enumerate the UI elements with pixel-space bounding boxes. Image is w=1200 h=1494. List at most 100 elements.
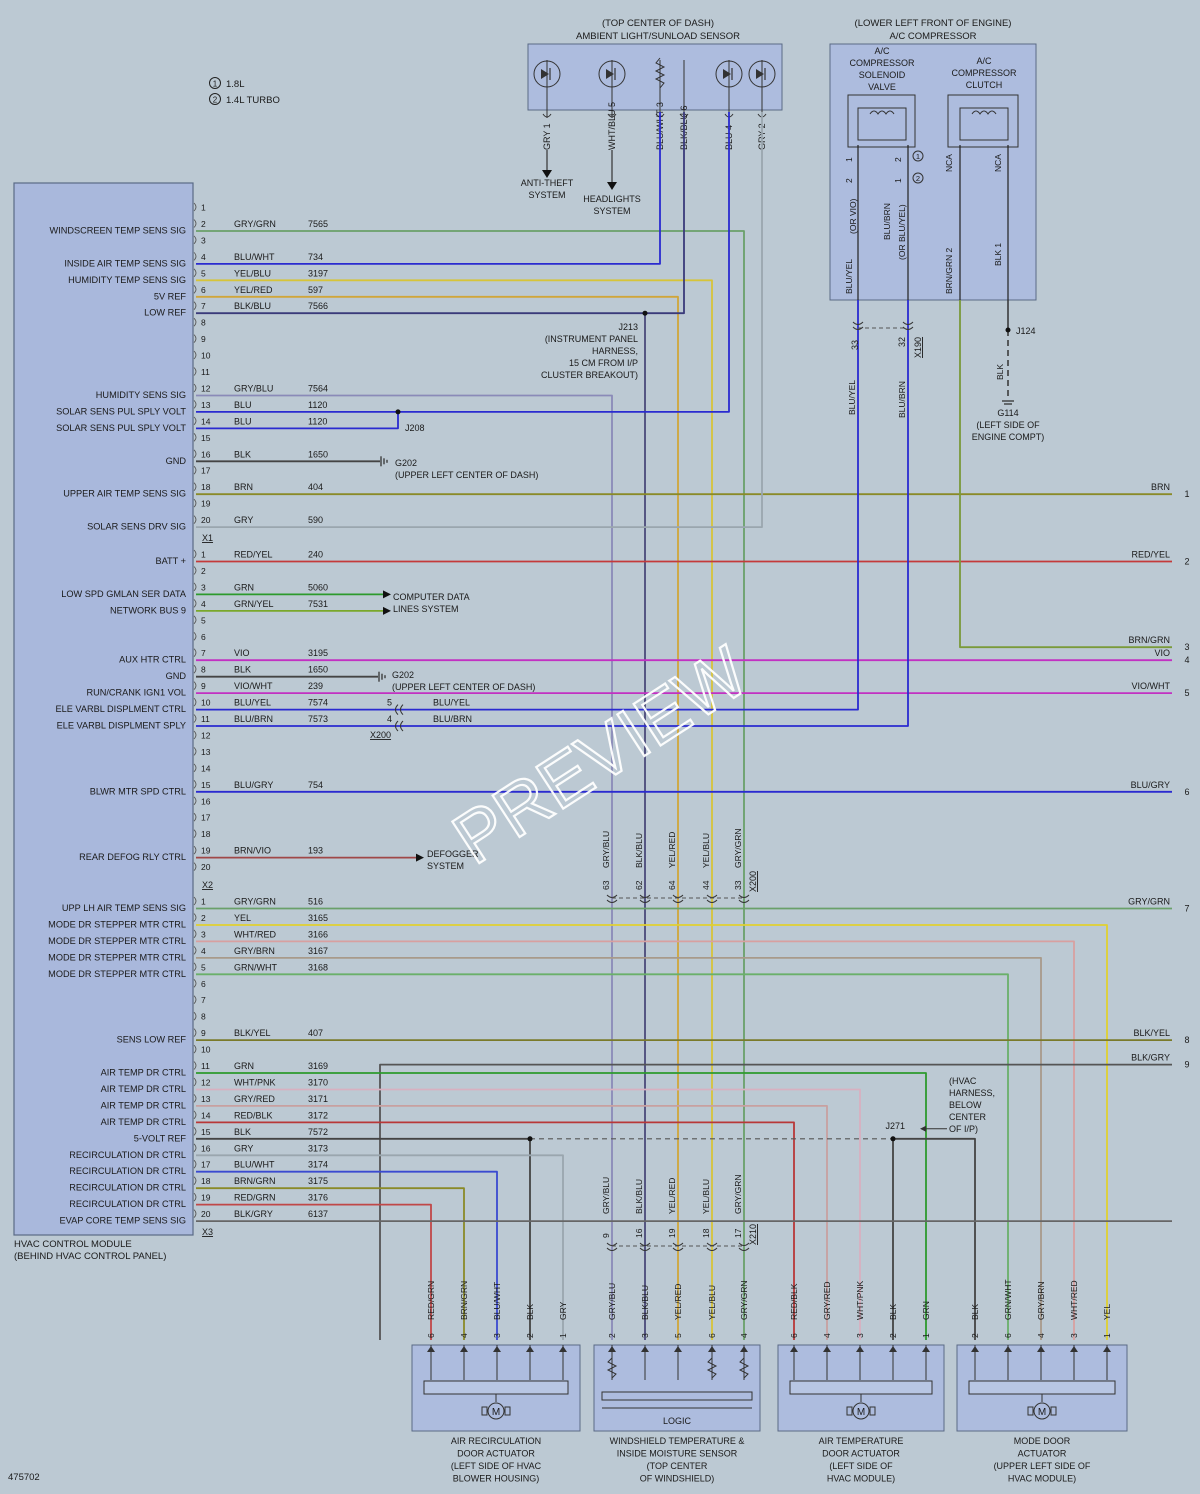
legend-text-1: 1.8L: [226, 79, 245, 90]
pin-bracket: [193, 697, 197, 707]
module-pin-number: 13: [201, 747, 211, 757]
component-pin-arrow: [790, 1346, 798, 1352]
module-pin-number: 13: [201, 400, 211, 410]
document-number: 475702: [8, 1472, 40, 1483]
wire-color-label: BLU/WHT: [234, 252, 275, 262]
module-pin-label: MODE DR STEPPER MTR CTRL: [48, 920, 186, 930]
compressor-pin-label: 1: [893, 178, 903, 183]
x190-bracket: [852, 326, 864, 330]
module-pin-number: 9: [201, 1028, 206, 1038]
module-pin-label: AUX HTR CTRL: [119, 655, 186, 665]
module-pin-label: MODE DR STEPPER MTR CTRL: [48, 952, 186, 962]
sensor-pin-bracket: [607, 113, 617, 118]
circuit-number-label: 7531: [308, 599, 328, 609]
splice-j271-dot: [890, 1136, 896, 1142]
module-pin-number: 7: [201, 648, 206, 658]
wire-brn-grn-3175: [196, 1187, 465, 1340]
module-pin-label: HUMIDITY TEMP SENS SIG: [68, 275, 186, 285]
connector-x1: X1: [202, 533, 213, 543]
pin-bracket: [193, 681, 197, 690]
right-circuit-number: 9: [1184, 1060, 1189, 1070]
clutch-label-1: A/C: [976, 56, 992, 66]
wire-blk-gry-run: [379, 1063, 1172, 1340]
pin-bracket: [193, 350, 197, 360]
module-pin-number: 3: [201, 582, 206, 592]
pin-bracket: [193, 829, 197, 838]
module-pin-number: 19: [201, 499, 211, 509]
wire-gry-red-3171: [196, 1105, 828, 1340]
module-pin-label: INSIDE AIR TEMP SENS SIG: [64, 258, 186, 268]
pin-bracket: [193, 730, 197, 740]
engine-marker-circle: [912, 172, 924, 184]
module-pin-label: MODE DR STEPPER MTR CTRL: [48, 969, 186, 979]
compressor-pin-label: 2: [844, 178, 854, 183]
wire-color-label: YEL: [234, 913, 251, 923]
x210-bracket: [672, 1247, 684, 1251]
pin-bracket: [193, 862, 197, 871]
x190-bracket: [852, 321, 864, 325]
compressor-wire-label: BLU/YEL: [844, 259, 854, 294]
component-pin-label: 1: [1102, 1333, 1112, 1338]
x200-bracket: [400, 704, 404, 715]
x210-pin-label: 18: [701, 1228, 711, 1238]
module-pin-number: 6: [201, 285, 206, 295]
anti-theft-label: ANTI-THEFT: [521, 178, 574, 188]
solenoid-label-1: A/C: [874, 46, 890, 56]
ground-g202-label: G202: [392, 670, 414, 680]
pin-bracket: [193, 219, 197, 228]
solenoid-frame: [847, 94, 916, 148]
wire-color-label: BLK/BLU: [234, 301, 271, 311]
hvac-harness-label: OF I/P): [949, 1124, 978, 1134]
component-name-label: DOOR ACTUATOR: [457, 1449, 535, 1459]
module-pin-number: 4: [201, 252, 206, 262]
circuit-number-label: 3176: [308, 1193, 328, 1203]
wire-color-label: BRN: [234, 482, 253, 492]
component-wire-label: BLK: [888, 1304, 898, 1320]
module-pin-number: 18: [201, 1176, 211, 1186]
circuit-number-label: 3167: [308, 946, 328, 956]
pin-bracket: [193, 400, 197, 409]
splice-j271-label: J271: [885, 1121, 905, 1131]
ground-g114-label: (LEFT SIDE OF: [976, 420, 1040, 430]
computer-data-arrow: [383, 606, 391, 615]
module-pin-number: 10: [201, 351, 211, 361]
circuit-number-label: 404: [308, 482, 323, 492]
wire-color-label: GRN/WHT: [234, 962, 277, 972]
module-pin-label: SOLAR SENS DRV SIG: [87, 522, 186, 532]
wire-color-label: WHT/RED: [234, 929, 276, 939]
x200-pin-label: 44: [701, 880, 711, 890]
x210-wire-label: BLK/BLU: [634, 1179, 644, 1214]
module-pin-number: 2: [201, 566, 206, 576]
component-pin-arrow: [493, 1346, 501, 1352]
ground-g202-location: (UPPER LEFT CENTER OF DASH): [392, 682, 535, 692]
x200-bracket: [395, 704, 399, 715]
wire-gry-blu-7564: [196, 394, 613, 1340]
anti-theft-label: SYSTEM: [528, 190, 565, 200]
actuator-driver-block: [789, 1380, 933, 1395]
component-wire-label: YEL: [1102, 1304, 1112, 1320]
wire-red-grn-3176: [196, 1203, 432, 1340]
computer-data-arrow: [383, 590, 391, 599]
defogger-label: SYSTEM: [427, 861, 464, 871]
pin-bracket: [193, 1159, 197, 1169]
component-name-label: AIR TEMPERATURE: [819, 1436, 904, 1446]
x200-bracket: [639, 894, 651, 898]
module-pin-label: RUN/CRANK IGN1 VOL: [86, 688, 186, 698]
splice-j208-dot: [395, 409, 401, 415]
circuit-number-label: 7572: [308, 1127, 328, 1137]
component-pin-label: 6: [426, 1333, 436, 1338]
wire-color-label: BRN/VIO: [234, 846, 271, 856]
module-pin-label: ELE VARBL DISPLMENT SPLY: [57, 721, 186, 731]
module-pin-label: AIR TEMP DR CTRL: [101, 1084, 186, 1094]
circuit-number-label: 5060: [308, 582, 328, 592]
x200-connector-label: X200: [748, 871, 758, 892]
module-name-line1: HVAC CONTROL MODULE: [14, 1239, 132, 1250]
component-pin-label: 2: [525, 1333, 535, 1338]
solenoid-label-2: COMPRESSOR: [849, 58, 915, 68]
component-wire-label: BLK: [970, 1304, 980, 1320]
wire-blk-mode-door: [893, 1137, 976, 1340]
component-pin-arrow: [608, 1346, 616, 1352]
module-pin-number: 10: [201, 698, 211, 708]
right-wire-label: BRN: [1151, 482, 1170, 492]
wire-color-label: BLK: [234, 449, 251, 459]
